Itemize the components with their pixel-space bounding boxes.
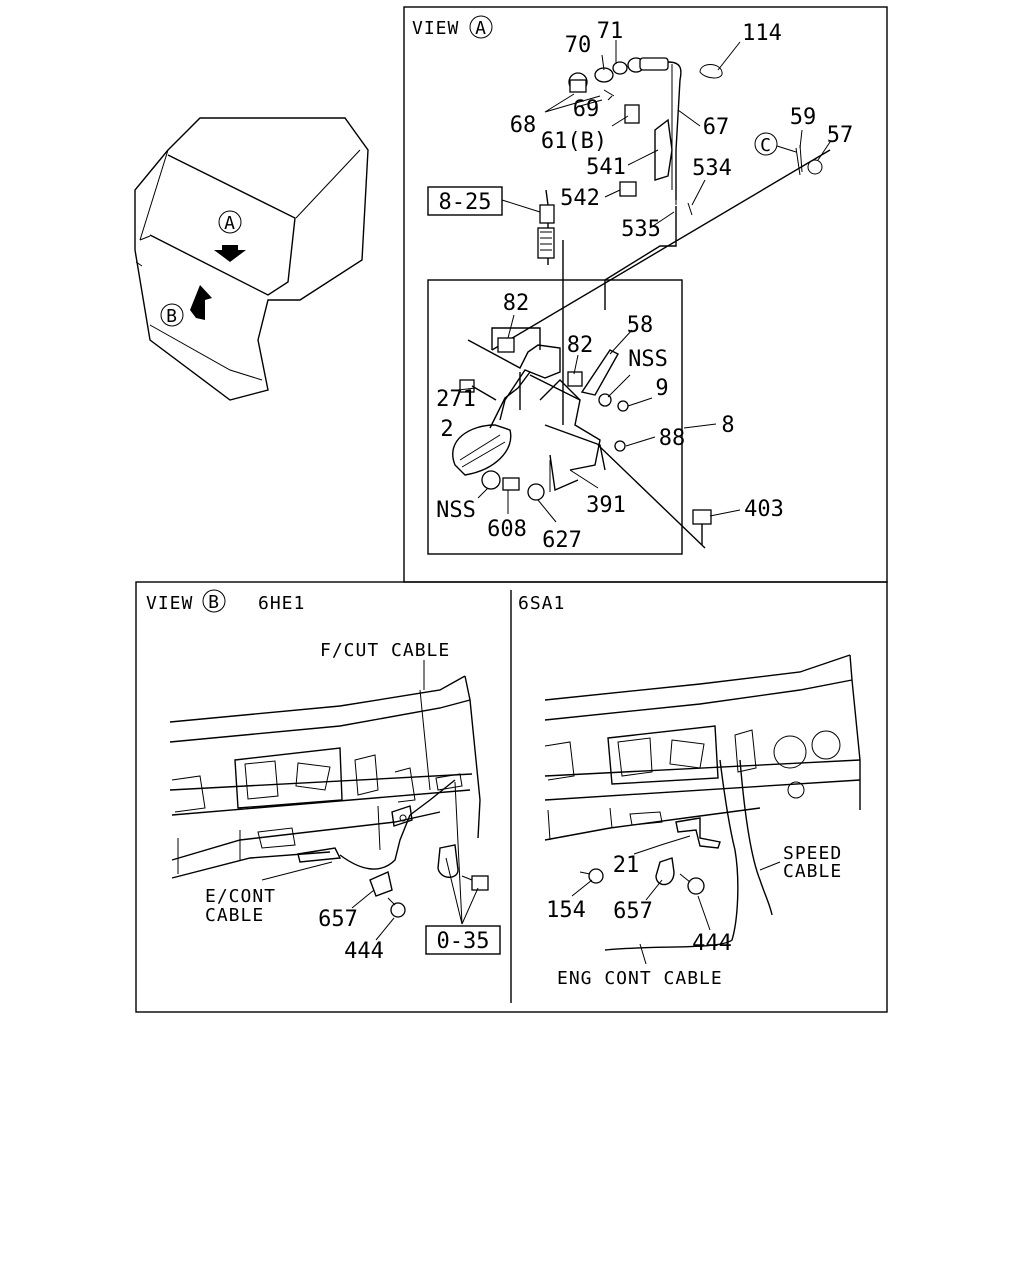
part-82-upper: 82 <box>503 291 530 316</box>
part-535: 535 <box>621 217 661 242</box>
svg-text:VIEW: VIEW <box>146 593 193 614</box>
callout-c: C <box>754 132 797 156</box>
part-8: 8 <box>721 413 734 438</box>
frame-view-a <box>403 6 888 583</box>
part-70: 70 <box>565 33 592 58</box>
part-444-right: 444 <box>692 931 732 956</box>
part-nss-lower: NSS <box>436 498 476 523</box>
svg-text:C: C <box>760 135 772 156</box>
part-57: 57 <box>827 123 854 148</box>
arrow-down-icon <box>214 245 246 262</box>
econt-cable-label-line1: E/CONT <box>205 886 276 907</box>
view-a-drawing <box>427 57 831 555</box>
part-608: 608 <box>487 517 527 542</box>
svg-text:0-35: 0-35 <box>437 929 490 954</box>
part-271: 271 <box>436 387 476 412</box>
view-b-6he1-labels: F/CUT CABLE E/CONT CABLE 657 444 <box>205 640 450 964</box>
part-2: 2 <box>440 417 453 442</box>
svg-text:B: B <box>208 592 220 613</box>
fcut-cable-label: F/CUT CABLE <box>320 640 450 661</box>
cab-overview-sketch: A B <box>134 117 369 401</box>
part-657-right: 657 <box>613 899 653 924</box>
view-b-6sa1-leaders <box>571 835 781 965</box>
svg-text:8-25: 8-25 <box>439 190 492 215</box>
part-61b: 61(B) <box>541 129 607 154</box>
view-b-6he1-drawing <box>169 675 489 918</box>
svg-text:6SA1: 6SA1 <box>518 593 565 614</box>
view-a-leaders <box>457 40 831 523</box>
part-82-lower: 82 <box>567 333 594 358</box>
speed-cable-label-line1: SPEED <box>783 843 842 864</box>
view-a-marker: A <box>214 210 246 262</box>
svg-text:VIEW: VIEW <box>412 18 459 39</box>
view-b-6sa1-labels: 21 154 657 444 SPEED CABLE ENG CONT CABL… <box>546 843 842 989</box>
view-b-header: VIEW B 6HE1 6SA1 <box>146 589 565 614</box>
part-444-left: 444 <box>344 939 384 964</box>
part-88: 88 <box>659 426 686 451</box>
view-b-6sa1-drawing <box>544 654 861 951</box>
part-69: 69 <box>573 97 600 122</box>
part-68: 68 <box>510 113 537 138</box>
part-657-left: 657 <box>318 907 358 932</box>
part-542: 542 <box>560 186 600 211</box>
eng-cont-cable-label: ENG CONT CABLE <box>557 968 723 989</box>
part-154: 154 <box>546 898 586 923</box>
speed-cable-label-line2: CABLE <box>783 861 842 882</box>
part-403: 403 <box>744 497 784 522</box>
part-534: 534 <box>692 156 732 181</box>
view-b-6he1-leaders <box>261 660 479 941</box>
frame-view-b <box>135 581 888 1013</box>
part-59: 59 <box>790 105 817 130</box>
svg-text:B: B <box>166 306 178 327</box>
svg-text:6HE1: 6HE1 <box>258 593 305 614</box>
svg-text:A: A <box>475 18 487 39</box>
ref-box-8-25: 8-25 <box>427 186 503 216</box>
part-67: 67 <box>703 115 730 140</box>
econt-cable-label-line2: CABLE <box>205 905 264 926</box>
part-21: 21 <box>613 853 640 878</box>
arrow-up-icon <box>190 285 212 320</box>
part-9: 9 <box>655 376 668 401</box>
part-114: 114 <box>742 21 782 46</box>
ref-box-0-35: 0-35 <box>425 925 501 955</box>
view-a-part-numbers: 70 71 114 69 68 61(B) 67 59 57 541 534 5… <box>436 19 853 553</box>
svg-text:A: A <box>224 213 236 234</box>
part-nss-upper: NSS <box>628 347 668 372</box>
part-627: 627 <box>542 528 582 553</box>
part-541: 541 <box>586 155 626 180</box>
view-a-header: VIEW A <box>412 15 493 39</box>
part-71: 71 <box>597 19 624 44</box>
view-b-marker: B <box>160 285 212 327</box>
part-58: 58 <box>627 313 654 338</box>
part-391: 391 <box>586 493 626 518</box>
